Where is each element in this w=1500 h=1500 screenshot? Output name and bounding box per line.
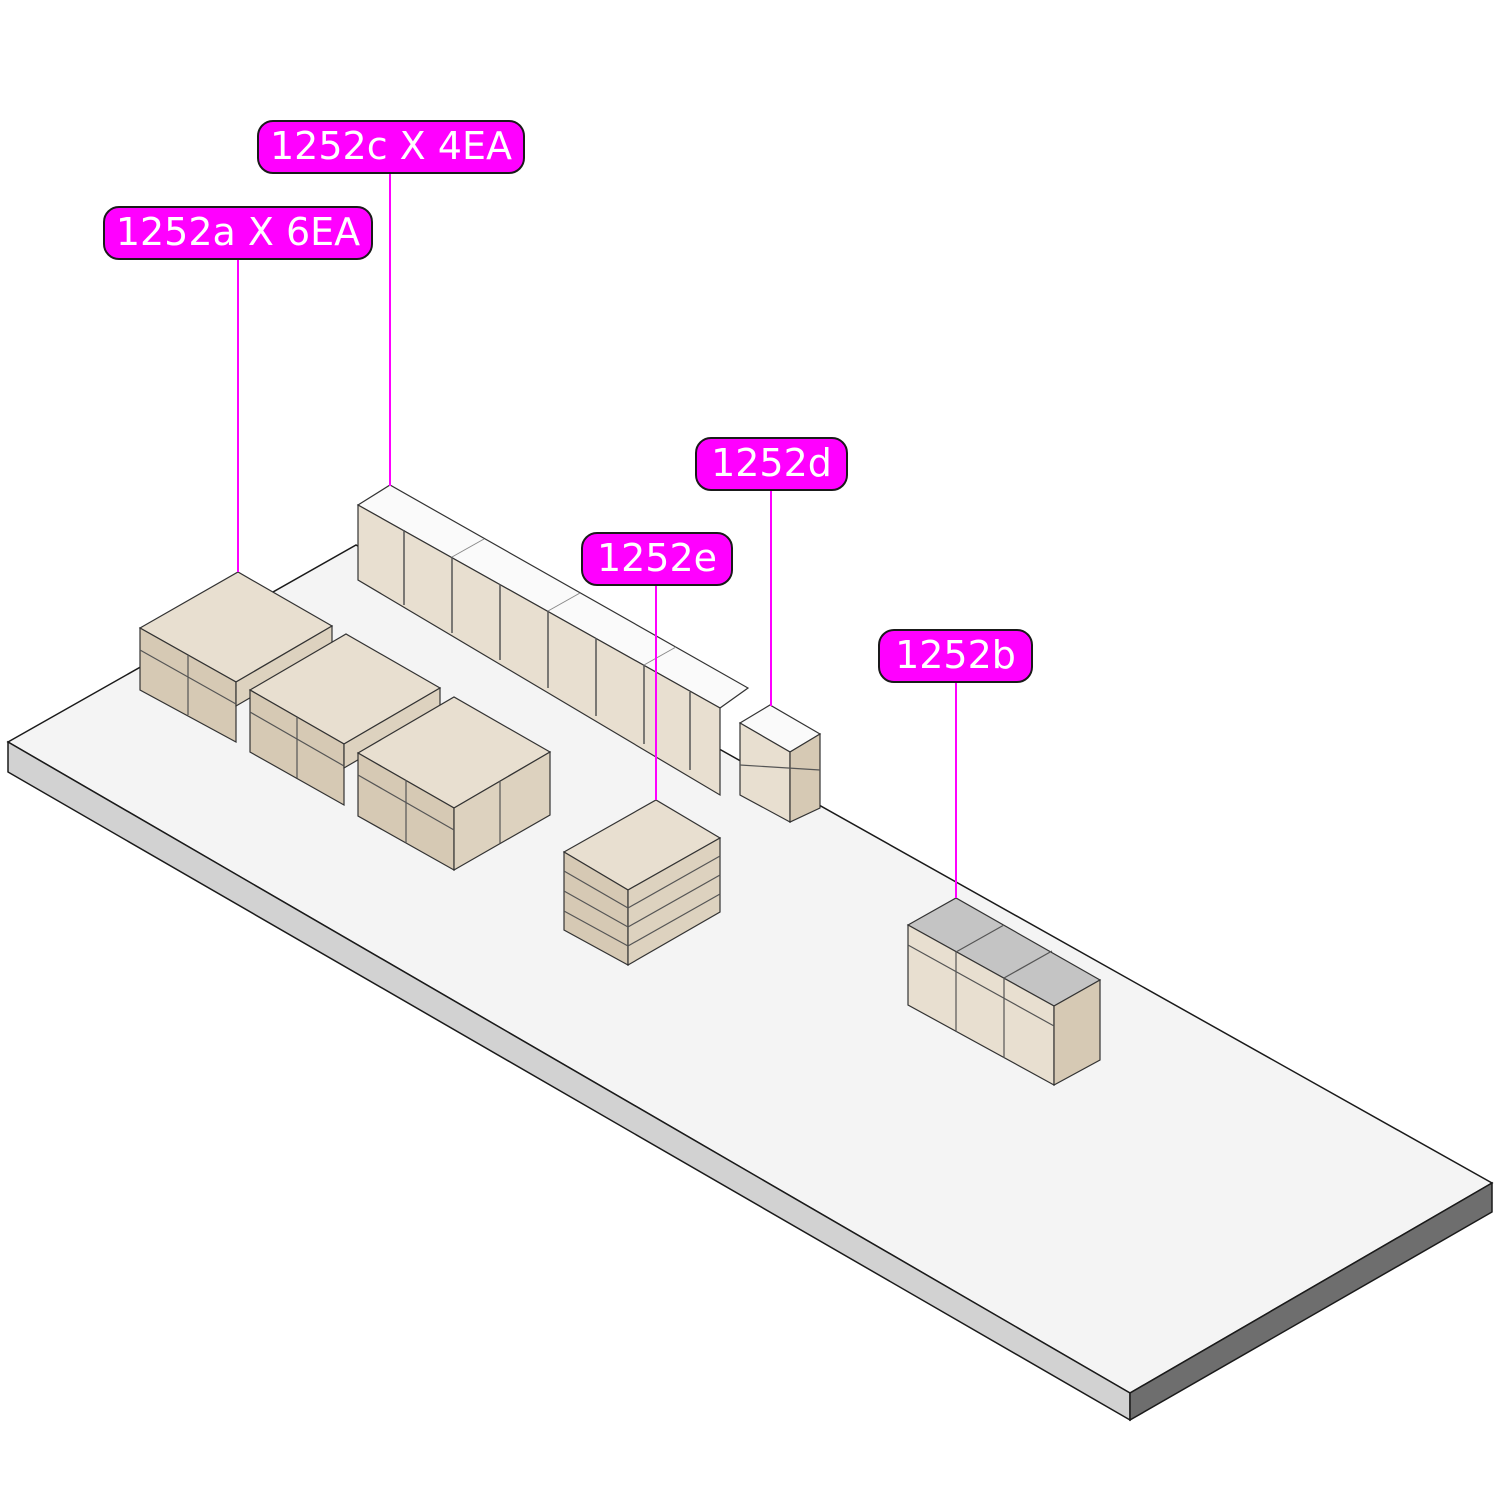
drawer-cabinet-1252e-drawer-lines <box>563 855 721 947</box>
table-group-1252a <box>138 571 552 872</box>
cabinet-1252b <box>906 897 1102 1087</box>
table-1252a-unit-3 <box>356 696 552 872</box>
cabinet-1252d <box>738 704 822 824</box>
leader-lines <box>237 172 957 898</box>
callout-1252b: 1252b <box>878 629 1033 683</box>
callout-1252c: 1252c X 4EA <box>257 120 525 174</box>
callout-1252e: 1252e <box>581 532 733 586</box>
cabinet-1252b-side <box>1053 978 1101 1087</box>
callout-1252a: 1252a X 6EA <box>103 206 373 260</box>
floor-side-face <box>1129 1181 1493 1422</box>
cabinet-1252c-dividers <box>403 530 691 770</box>
cabinet-1252b-lines <box>907 924 1055 1058</box>
cabinet-group-1252c <box>356 484 750 797</box>
cabinet-1252c-top-seams <box>451 538 677 666</box>
callout-1252d: 1252d <box>695 437 848 491</box>
cabinet-1252d-side <box>789 732 821 823</box>
cabinet-1252c-front <box>357 503 721 797</box>
drawer-cabinet-1252e <box>562 799 722 967</box>
